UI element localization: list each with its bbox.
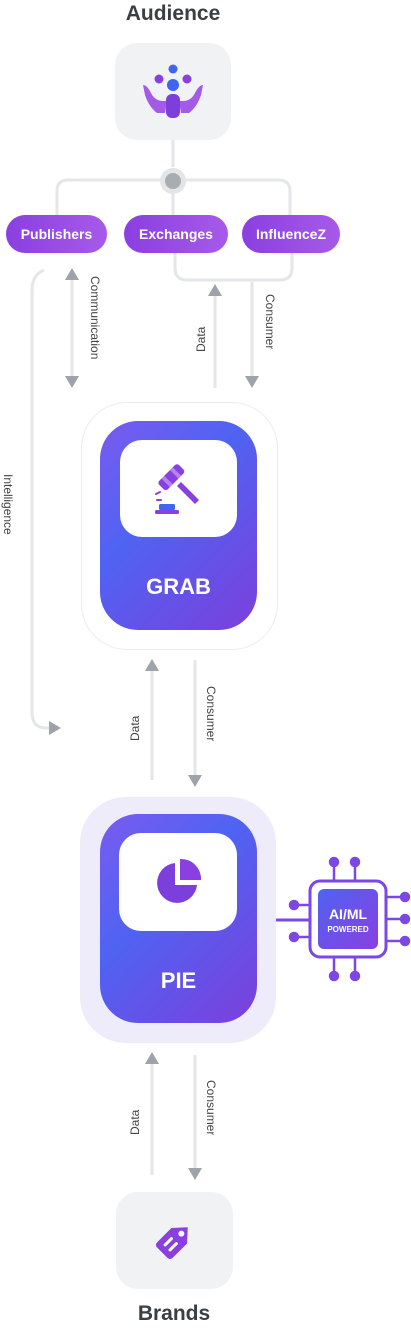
chip-subtitle: POWERED — [327, 925, 369, 934]
brands-card — [116, 1192, 233, 1289]
gavel-icon — [155, 464, 199, 514]
exchanges-button[interactable]: Exchanges — [124, 215, 228, 253]
intelligence-label: Intelligence — [1, 474, 15, 535]
influencez-button[interactable]: InfluenceZ — [242, 215, 340, 253]
pie-label: PIE — [160, 968, 197, 993]
pie-icon-box — [119, 833, 237, 931]
tag-icon — [155, 1227, 188, 1260]
grab-label: GRAB — [146, 574, 211, 599]
pie-card[interactable]: PIE — [100, 814, 257, 1023]
publishers-button[interactable]: Publishers — [6, 215, 107, 253]
grab-card[interactable]: GRAB — [100, 421, 257, 630]
audience-card — [115, 43, 231, 140]
data-bottom-label: Data — [128, 1109, 142, 1135]
chip-title: AI/ML — [328, 906, 368, 922]
consumer-bottom-label: Consumer — [204, 1080, 218, 1136]
consumer-mid-label: Consumer — [204, 686, 218, 742]
data-top-label: Data — [194, 326, 208, 352]
intelligence-line — [30, 268, 58, 730]
grab-icon-box — [120, 440, 237, 537]
audience-title: Audience — [125, 2, 221, 25]
brands-title: Brands — [137, 1302, 211, 1325]
data-mid-label: Data — [128, 715, 142, 741]
audience-icon — [143, 64, 203, 118]
communication-label: Communication — [88, 276, 102, 360]
consumer-top-label: Consumer — [263, 294, 277, 350]
chip-icon — [288, 856, 411, 982]
pie-chart-icon — [157, 858, 202, 903]
audience-hub-lines — [55, 140, 294, 282]
